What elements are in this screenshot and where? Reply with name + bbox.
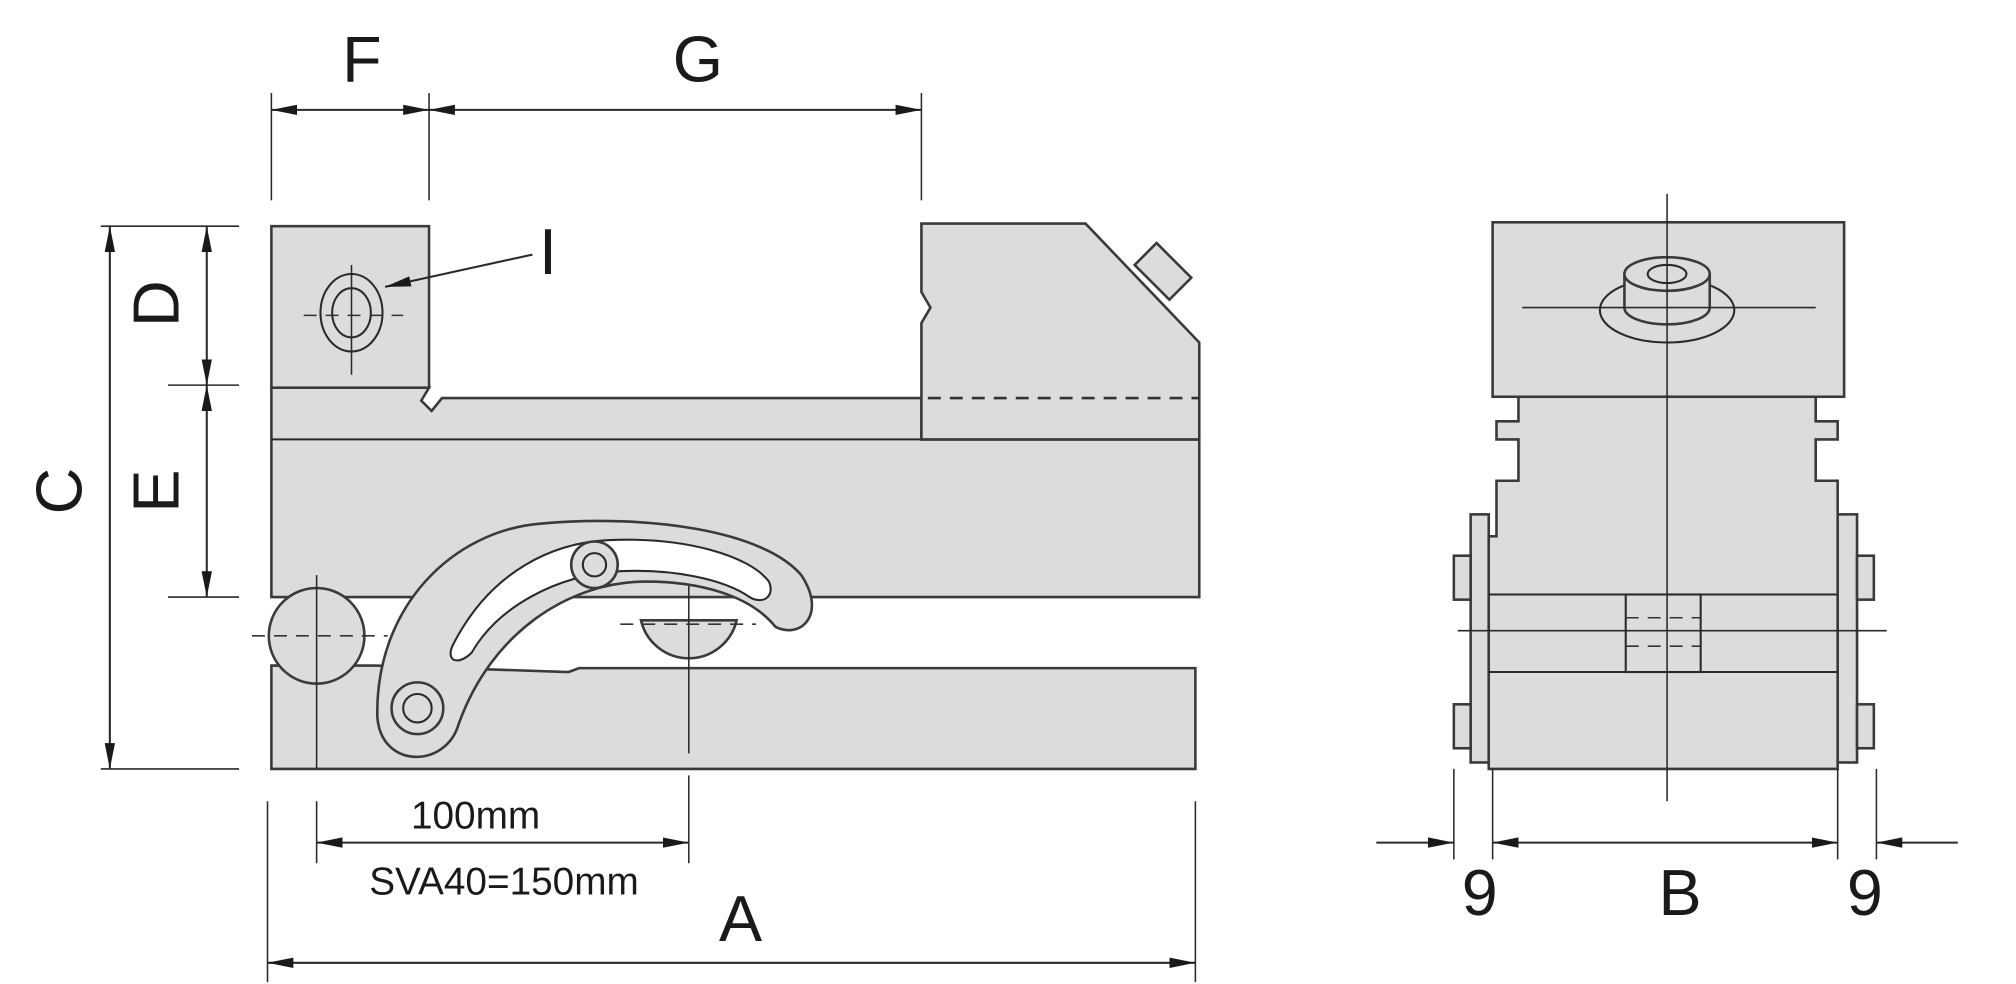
dim-label-9-right: 9	[1847, 857, 1883, 929]
side-view	[252, 222, 1201, 771]
bolt-i	[303, 264, 404, 375]
dim-label-a: A	[719, 883, 762, 955]
dim-label-9-left: 9	[1462, 857, 1498, 929]
front-view	[1452, 193, 1887, 802]
side-dimensions: F G C D E I 100mm SVA40=150mm A	[23, 23, 1197, 983]
movable-jaw	[920, 222, 1201, 441]
dim-label-e: E	[120, 470, 192, 513]
dim-label-b: B	[1658, 857, 1701, 929]
pivot-upper	[569, 540, 620, 590]
jaw-button	[1132, 241, 1194, 302]
dim-label-d: D	[120, 280, 192, 327]
pitch-alt-label: SVA40=150mm	[369, 860, 639, 903]
pitch-label: 100mm	[411, 794, 540, 837]
label-i: I	[539, 216, 557, 288]
pivot-lower	[390, 681, 445, 736]
dim-label-c: C	[23, 468, 95, 515]
fixed-jaw	[270, 224, 431, 390]
dim-label-g: G	[673, 23, 723, 95]
dim-label-f: F	[342, 23, 381, 95]
swing-arm	[376, 519, 814, 759]
front-dimensions: 9 B 9	[1376, 768, 1958, 929]
